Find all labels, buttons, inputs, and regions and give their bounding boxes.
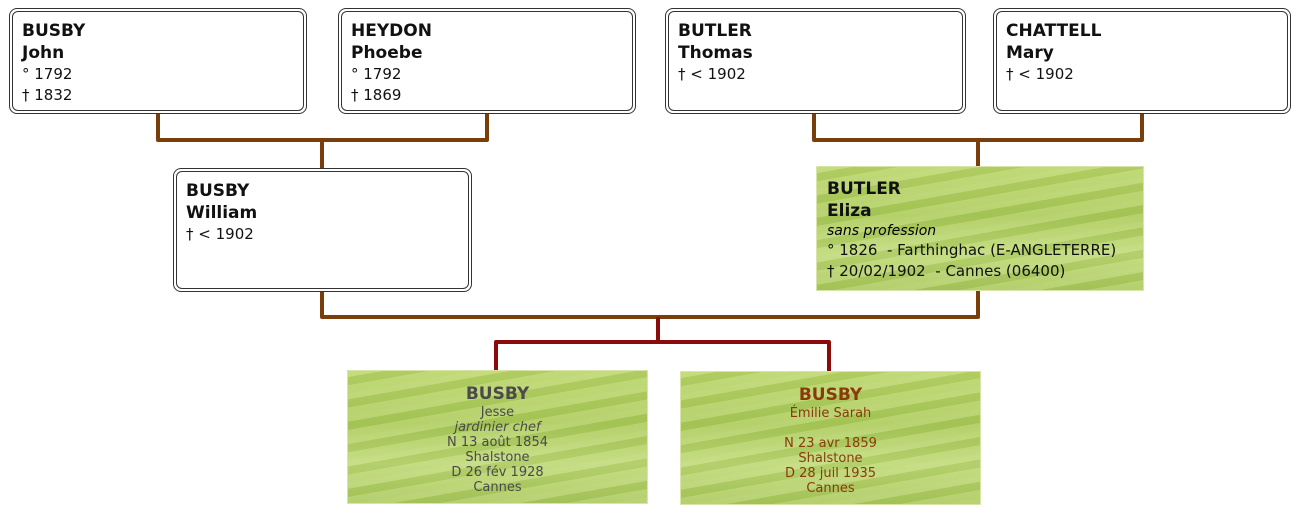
connector-children [494, 317, 831, 371]
death: † 1832 [22, 86, 73, 104]
given-name: Eliza [827, 201, 872, 221]
death: D 28 juil 1935 [784, 466, 877, 481]
person-card-thomas-butler[interactable]: BUTLER Thomas † < 1902 [665, 8, 966, 114]
death: † 1869 [351, 86, 402, 104]
given-name: Phoebe [351, 43, 423, 63]
connector-butler-chattell [812, 113, 1144, 166]
death: † < 1902 [186, 225, 254, 243]
connector-busby-heydon [156, 113, 489, 168]
person-card-mary-chattell[interactable]: CHATTELL Mary † < 1902 [993, 8, 1291, 114]
surname: BUSBY [465, 384, 530, 404]
given-name: Émilie Sarah [789, 406, 872, 421]
birth: ° 1826 - Farthinghac (E-ANGLETERRE) [827, 241, 1117, 259]
surname: BUSBY [22, 21, 86, 41]
person-card-eliza-butler[interactable]: BUTLER Eliza sans profession ° 1826 - Fa… [816, 166, 1144, 291]
person-card-emilie-busby[interactable]: BUSBY Émilie Sarah N 23 avr 1859 Shalsto… [680, 371, 981, 505]
death: D 26 fév 1928 [451, 465, 544, 480]
surname: BUTLER [827, 179, 901, 199]
death: † 20/02/1902 - Cannes (06400) [827, 262, 1066, 280]
given-name: William [186, 203, 258, 223]
surname: BUSBY [798, 385, 863, 405]
occupation: jardinier chef [454, 420, 541, 435]
birth: ° 1792 [22, 65, 73, 83]
death: † < 1902 [1006, 65, 1074, 83]
connector-william-eliza [320, 290, 980, 319]
given-name: John [22, 43, 65, 63]
death: † < 1902 [678, 65, 746, 83]
birth: N 13 août 1854 [446, 435, 548, 450]
surname: HEYDON [351, 21, 432, 41]
person-card-john-busby[interactable]: BUSBY John ° 1792 † 1832 [9, 8, 307, 114]
person-card-jesse-busby[interactable]: BUSBY Jesse jardinier chef N 13 août 185… [347, 370, 648, 504]
surname: BUSBY [186, 181, 250, 201]
person-card-phoebe-heydon[interactable]: HEYDON Phoebe ° 1792 † 1869 [338, 8, 636, 114]
birth-place: Shalstone [465, 450, 530, 465]
birth: ° 1792 [351, 65, 402, 83]
occupation: sans profession [827, 223, 937, 239]
surname: CHATTELL [1006, 21, 1102, 41]
given-name: Mary [1006, 43, 1054, 63]
given-name: Jesse [480, 405, 515, 420]
death-place: Cannes [806, 481, 855, 496]
death-place: Cannes [473, 480, 522, 495]
birth-place: Shalstone [798, 451, 863, 466]
person-card-william-busby[interactable]: BUSBY William † < 1902 [173, 168, 472, 292]
birth: N 23 avr 1859 [784, 436, 877, 451]
surname: BUTLER [678, 21, 752, 41]
given-name: Thomas [678, 43, 753, 63]
